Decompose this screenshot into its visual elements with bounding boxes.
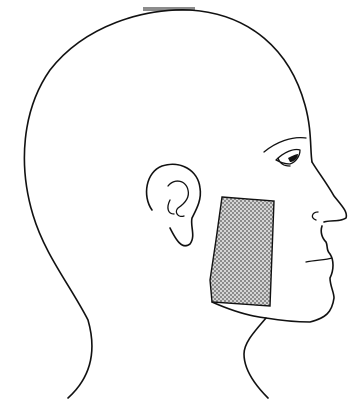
ear-outline — [147, 164, 201, 246]
mouth-line — [306, 258, 332, 262]
shaded-cheek-region — [210, 197, 274, 306]
ear-inner — [168, 181, 188, 216]
ear-lobe-detail — [168, 200, 174, 214]
pupil — [288, 154, 298, 162]
eyelid-crease — [278, 158, 290, 166]
nostril — [312, 212, 318, 220]
face-profile — [266, 162, 346, 322]
neck-front — [244, 318, 268, 398]
